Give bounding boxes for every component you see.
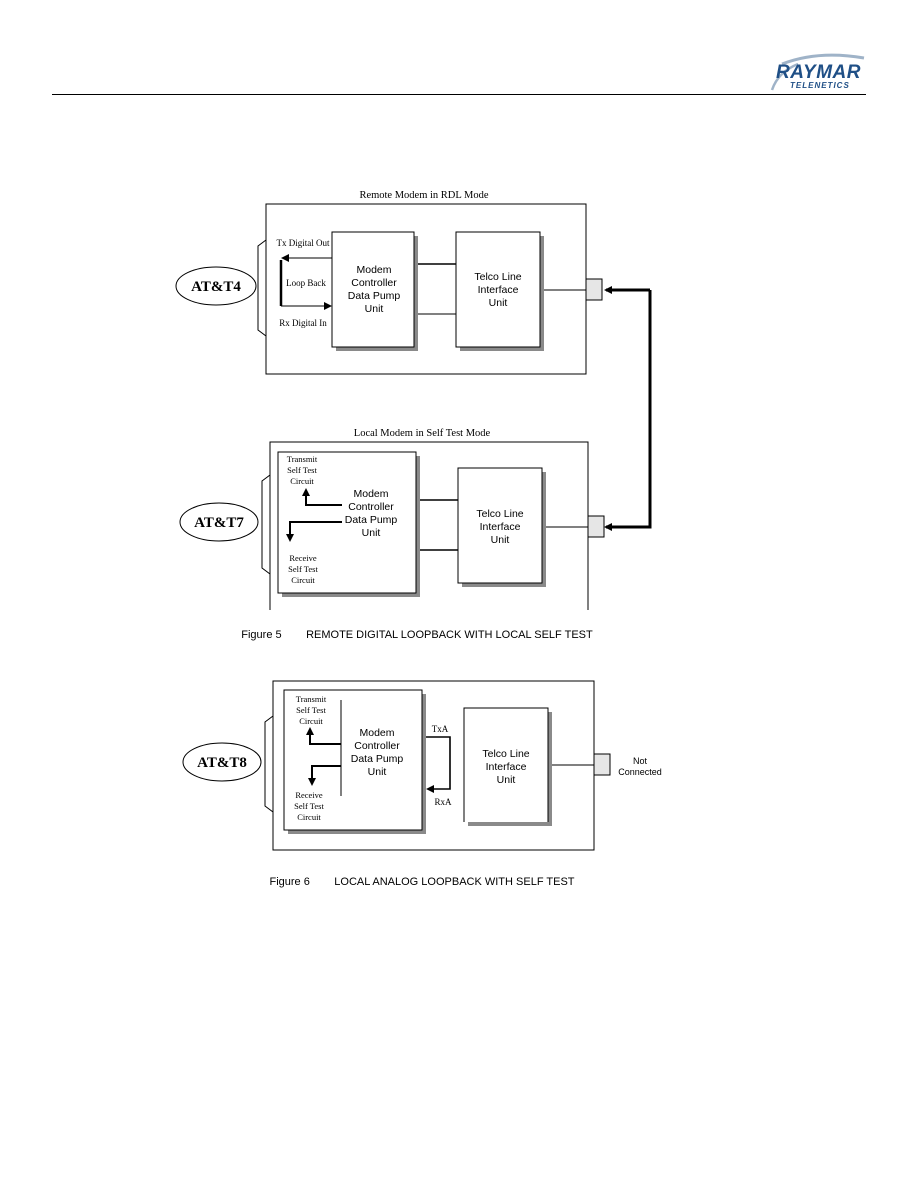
figure6-telco-line-3: Unit <box>497 774 516 786</box>
figure6-receive-line-3: Circuit <box>297 812 321 822</box>
figure6-modem-line-2: Controller <box>354 740 400 752</box>
figure6-modem-unit <box>283 689 423 831</box>
figure6-telco-fill <box>465 709 547 822</box>
local-modem-line-4: Unit <box>362 527 381 539</box>
figure6-receive-line-1: Receive <box>295 790 323 800</box>
remote-telco-line-1: Telco Line <box>474 271 521 283</box>
figure6-modem-line-4: Unit <box>368 766 387 778</box>
raymar-logo: RAYMAR TELENETICS <box>768 50 868 94</box>
logo-sub: TELENETICS <box>790 81 850 90</box>
local-badge-label: AT&T7 <box>194 515 244 531</box>
remote-badge-label: AT&T4 <box>191 279 241 295</box>
figure6-modem-line-1: Modem <box>359 727 394 739</box>
logo-name: RAYMAR <box>776 62 861 83</box>
local-telco-line-2: Interface <box>480 521 521 533</box>
line-to-local-jack <box>604 290 652 531</box>
remote-at-command-badge <box>175 266 257 306</box>
tx-digital-out-label: Tx Digital Out <box>277 238 330 248</box>
remote-telco-line-2: Interface <box>478 284 519 296</box>
local-transmit-line-2: Self Test <box>287 465 317 475</box>
figure6-telco-line-2: Interface <box>486 761 527 773</box>
figure5-caption: Figure 5 REMOTE DIGITAL LOOPBACK WITH LO… <box>241 629 593 641</box>
figure6-telco-line-1: Telco Line <box>482 748 529 760</box>
remote-connector-bracket <box>257 239 267 337</box>
remote-modem-line-4: Unit <box>365 303 384 315</box>
figure6-receive-line-2: Self Test <box>294 801 324 811</box>
remote-telco-unit <box>455 231 541 348</box>
remote-line-jack <box>585 278 603 301</box>
figure6-receive-arrow <box>308 765 341 786</box>
local-receive-line-1: Receive <box>289 553 317 563</box>
remote-modem-line-3: Data Pump <box>348 290 401 302</box>
local-at-command-badge <box>179 502 259 542</box>
local-telco-line-1: Telco Line <box>476 508 523 520</box>
txa-label: TxA <box>432 724 449 734</box>
loop-back-label: Loop Back <box>286 278 326 288</box>
remote-modem-unit <box>331 231 415 348</box>
figure6-connector-bracket <box>264 715 274 813</box>
remote-modem-title: Remote Modem in RDL Mode <box>359 190 488 201</box>
figure6-modem-line-3: Data Pump <box>351 753 404 765</box>
local-telco-unit <box>457 467 543 584</box>
local-receive-line-2: Self Test <box>288 564 318 574</box>
remote-modem-line-1: Modem <box>356 264 391 276</box>
rx-digital-in-label: Rx Digital In <box>279 318 327 328</box>
local-modem-title: Local Modem in Self Test Mode <box>354 428 491 439</box>
figure6-local-analog-loopback: AT&T8 Transmit Self Test Circuit Receive… <box>182 680 662 851</box>
local-modem-line-3: Data Pump <box>345 514 398 526</box>
rxa-label: RxA <box>434 797 452 807</box>
figure6-transmit-line-3: Circuit <box>299 716 323 726</box>
figure6-line-jack <box>593 753 611 776</box>
local-line-jack <box>587 515 605 538</box>
local-transmit-line-3: Circuit <box>290 476 314 486</box>
figure6-transmit-line-2: Self Test <box>296 705 326 715</box>
local-modem-line-1: Modem <box>353 488 388 500</box>
telephone-line-connection <box>604 286 652 531</box>
header-rule <box>52 94 866 95</box>
not-connected-line-2: Connected <box>618 767 662 777</box>
txa-rxa-loop-arrow <box>426 736 451 793</box>
figure6-badge-label: AT&T8 <box>197 755 247 771</box>
local-receive-arrow <box>286 521 342 542</box>
local-telco-line-3: Unit <box>491 534 510 546</box>
local-transmit-line-1: Transmit <box>287 454 318 464</box>
figure5-remote-modem: Remote Modem in RDL Mode AT&T4 Modem Con… <box>175 190 603 375</box>
remote-telco-line-3: Unit <box>489 297 508 309</box>
not-connected-line-1: Not <box>633 756 648 766</box>
figure6-caption: Figure 6 LOCAL ANALOG LOOPBACK WITH SELF… <box>269 876 574 888</box>
figure6-transmit-line-1: Transmit <box>296 694 327 704</box>
local-receive-line-3: Circuit <box>291 575 315 585</box>
figure6-transmit-arrow <box>306 727 341 745</box>
remote-modem-line-2: Controller <box>351 277 397 289</box>
local-transmit-arrow <box>302 488 342 506</box>
figure6-at-command-badge <box>182 742 262 782</box>
local-connector-bracket <box>261 474 271 575</box>
local-modem-line-2: Controller <box>348 501 394 513</box>
logo-swoosh-icon <box>770 53 865 91</box>
figure5-local-modem: Local Modem in Self Test Mode AT&T7 Tran… <box>179 428 605 610</box>
